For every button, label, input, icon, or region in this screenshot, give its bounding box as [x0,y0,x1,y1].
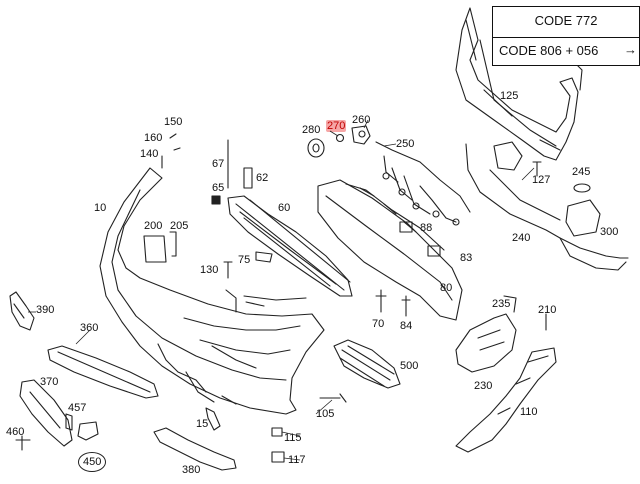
callout-260: 260 [352,114,371,126]
callout-75: 75 [238,254,251,266]
callout-62: 62 [256,172,269,184]
fastener-part [375,289,411,317]
callout-84: 84 [400,320,413,332]
callout-60: 60 [278,202,291,214]
callout-300: 300 [600,226,619,238]
screw-part [532,161,542,177]
callout-70: 70 [372,318,385,330]
bracket-part [489,141,601,237]
lower-grille-part [333,339,401,389]
wiring-harness-part [465,143,629,271]
callout-500: 500 [400,360,419,372]
callout-390: 390 [36,304,55,316]
callout-65: 65 [212,182,225,194]
code-primary: CODE 772 [534,13,598,28]
callout-460: 460 [6,426,25,438]
callout-250: 250 [396,138,415,150]
code-divider [493,37,639,38]
bumper-cover-part [99,167,325,415]
callout-150: 150 [164,116,183,128]
grille-part [227,195,353,297]
callout-210: 210 [538,304,557,316]
callout-230: 230 [474,380,493,392]
callout-110: 110 [520,406,538,418]
callout-280: 280 [302,124,321,136]
callout-105: 105 [316,408,335,420]
lower-molding-part [153,407,237,471]
impact-absorber-part [317,179,463,321]
side-bracket-part [455,295,557,453]
callout-245: 245 [572,166,591,178]
callout-117: 117 [288,454,306,466]
callout-127: 127 [532,174,551,186]
callout-115: 115 [284,432,302,444]
callout-140: 140 [140,148,159,160]
callout-240: 240 [512,232,531,244]
callout-205: 205 [170,220,189,232]
sensor-harness-part [375,141,471,226]
callout-160: 160 [144,132,163,144]
callout-83: 83 [460,252,473,264]
code-secondary: CODE 806 + 056 [499,43,599,58]
callout-457: 457 [68,402,87,414]
callout-10: 10 [94,202,107,214]
callout-235: 235 [492,298,511,310]
callout-360: 360 [80,322,99,334]
code-legend: CODE 772 CODE 806 + 056 → [492,6,640,66]
callout-370: 370 [40,376,59,388]
callout-450: 450 [78,452,107,472]
corner-bracket-part [9,291,35,331]
callout-88: 88 [420,222,433,234]
arrow-right-icon: → [624,42,637,57]
callout-80: 80 [440,282,453,294]
callout-380: 380 [182,464,201,476]
callout-125: 125 [500,90,519,102]
clip-part [143,133,347,463]
callout-15: 15 [196,418,209,430]
callout-130: 130 [200,264,219,276]
callout-67: 67 [212,158,225,170]
lower-trim-part [15,345,159,451]
callout-270-highlighted: 270 [326,120,347,132]
callout-200: 200 [144,220,163,232]
